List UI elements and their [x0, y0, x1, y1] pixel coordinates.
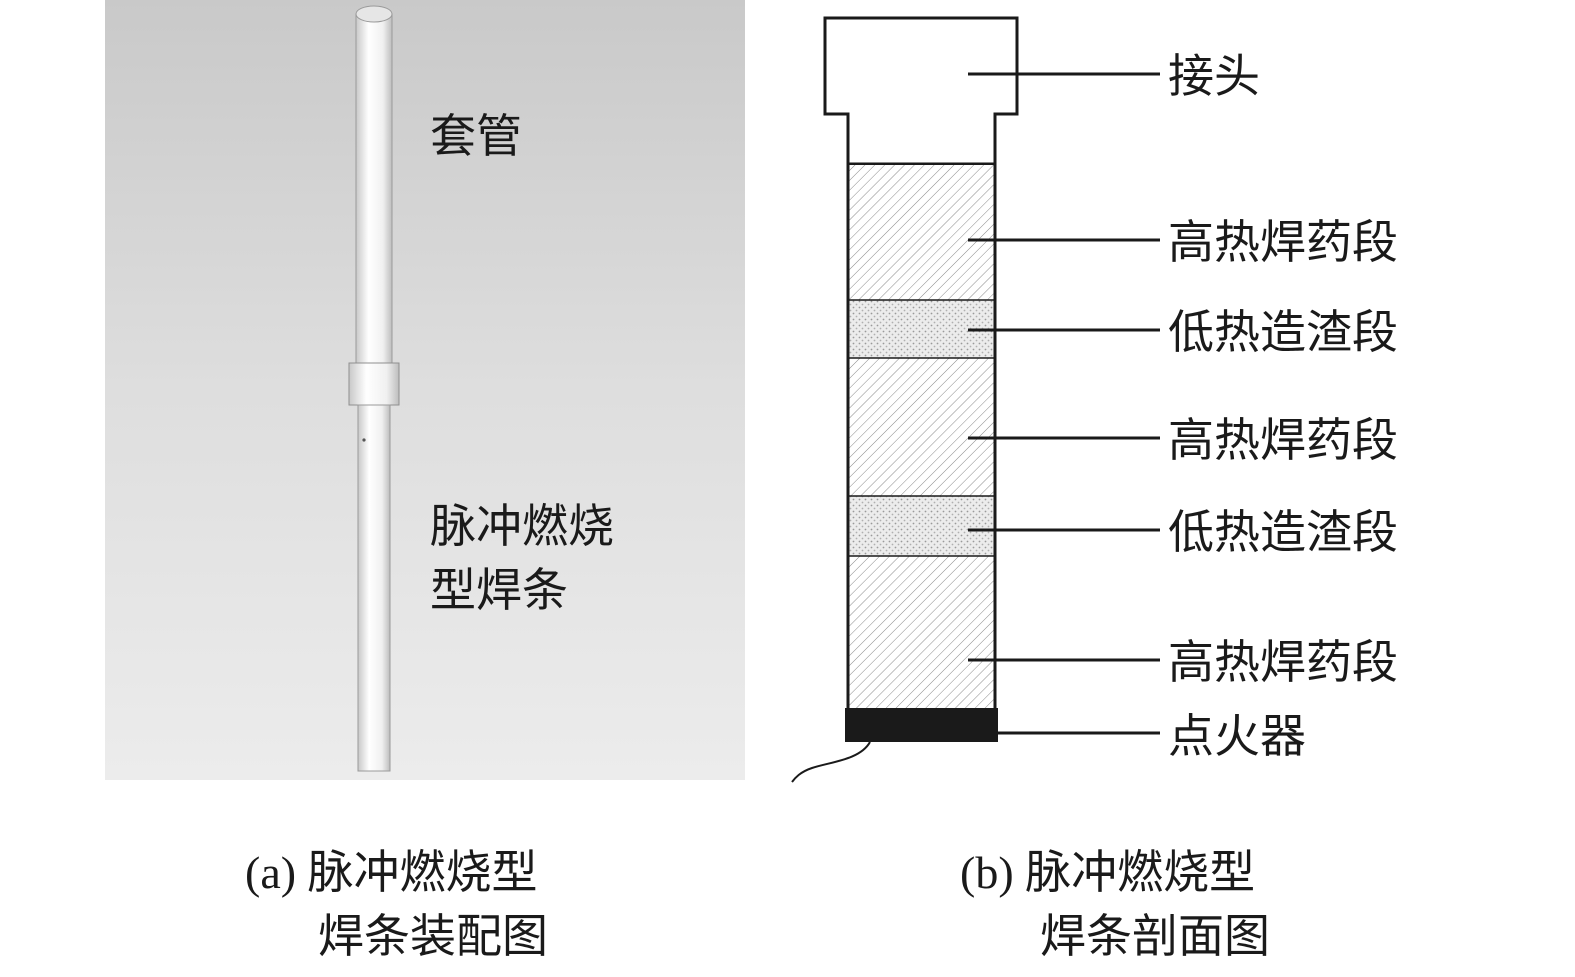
segment-high-heat-2: [848, 358, 995, 496]
caption-b-line1: (b) 脉冲燃烧型: [960, 847, 1255, 898]
segment-high-heat-1: [848, 164, 995, 300]
segment-high-heat-3: [848, 556, 995, 708]
label-high-heat-2: 高热焊药段: [1168, 413, 1398, 467]
label-high-heat-1: 高热焊药段: [1168, 215, 1398, 269]
coupling-collar: [348, 362, 400, 406]
label-connector: 接头: [1168, 49, 1260, 103]
igniter-wire: [791, 741, 871, 783]
label-rod-line2: 型焊条: [430, 563, 568, 617]
welding-rod: [357, 404, 391, 772]
segment-low-heat-2: [848, 496, 995, 556]
sleeve-tube: [355, 13, 393, 371]
label-sleeve: 套管: [430, 109, 522, 163]
caption-a-line1: (a) 脉冲燃烧型: [245, 847, 538, 898]
panel-b: 接头 高热焊药段 低热造渣段 高热焊药段 低热造渣段 高热焊药段 点火器: [791, 16, 1398, 783]
label-rod-line1: 脉冲燃烧: [430, 499, 614, 553]
rod-hole: [362, 438, 366, 442]
connector: [823, 16, 1019, 166]
label-low-heat-1: 低热造渣段: [1168, 305, 1398, 359]
label-igniter: 点火器: [1168, 709, 1306, 763]
igniter: [845, 708, 998, 742]
panel-a: 套管 脉冲燃烧 型焊条: [105, 0, 745, 780]
label-high-heat-3: 高热焊药段: [1168, 635, 1398, 689]
panel-a-background: [105, 0, 745, 780]
caption-b-line2: 焊条剖面图: [1040, 911, 1270, 962]
caption-a-line2: 焊条装配图: [318, 911, 548, 962]
sleeve-cap: [355, 5, 393, 23]
label-low-heat-2: 低热造渣段: [1168, 505, 1398, 559]
